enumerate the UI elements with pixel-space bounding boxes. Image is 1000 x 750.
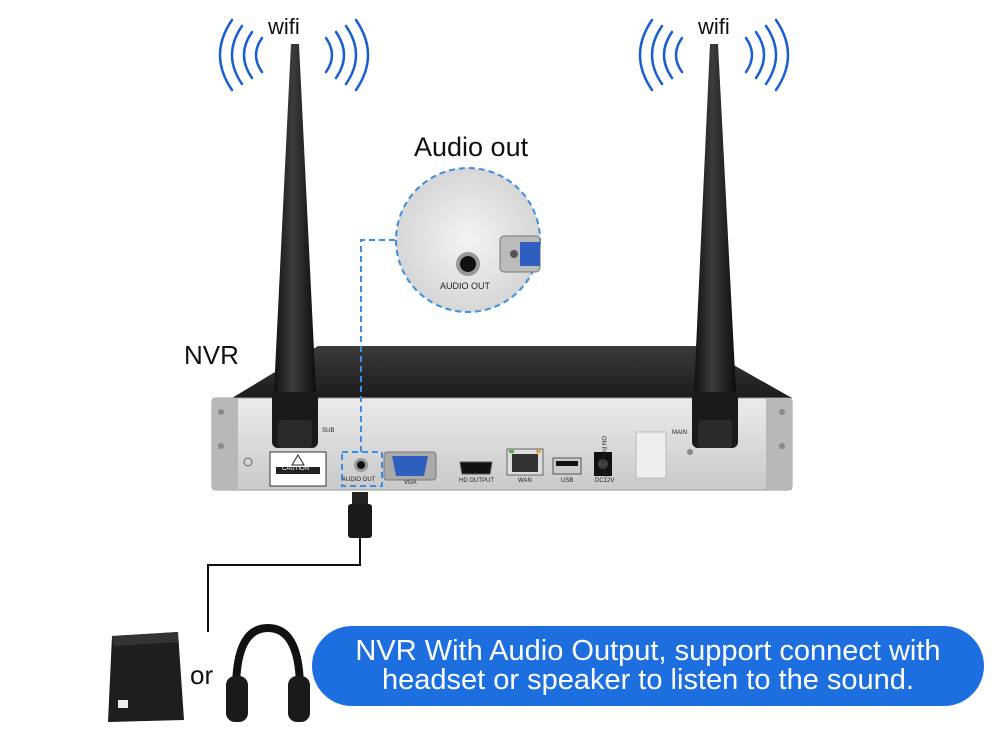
wifi-waves-left <box>218 18 370 92</box>
power-switch <box>635 431 667 479</box>
info-banner: NVR With Audio Output, support connect w… <box>312 626 984 706</box>
port-label-hd-output: HD OUTPUT <box>459 478 494 484</box>
zoom-connector <box>341 239 398 487</box>
caution-sticker <box>269 451 327 487</box>
banner-line-1: NVR With Audio Output, support connect w… <box>355 635 941 667</box>
wifi-waves-right <box>638 18 790 92</box>
caution-label: CAUTION <box>282 466 309 472</box>
audio-out-title: Audio out <box>414 132 529 162</box>
port-label-audio-out: AUDIO OUT <box>342 477 376 483</box>
power-switch-label: ON Power OFF <box>600 436 606 478</box>
antenna-label-main: MAIN <box>672 430 687 436</box>
antenna-left <box>272 44 318 448</box>
wifi-label-left: wifi <box>268 14 300 39</box>
hdmi-port <box>459 461 493 475</box>
usb-port <box>552 457 582 475</box>
port-label-vga: VGA <box>404 480 417 486</box>
zoom-port-label: AUDIO OUT <box>440 281 491 291</box>
port-label-usb: USB <box>561 478 574 484</box>
port-label-wan: WAN <box>518 478 532 484</box>
wifi-label-right: wifi <box>698 14 730 39</box>
banner-line-2: headset or speaker to listen to the soun… <box>381 664 914 696</box>
nvr-case-top <box>232 346 792 398</box>
vga-port <box>383 451 437 481</box>
or-label: or <box>190 660 214 690</box>
antenna-label-sub: SUB <box>322 428 335 434</box>
nvr-label: NVR <box>184 340 239 370</box>
antenna-right <box>692 44 738 448</box>
port-label-dc12v: DC12V <box>595 478 615 484</box>
dc-power-port <box>594 452 612 476</box>
audio-out-zoom <box>395 167 541 313</box>
speaker-device <box>108 632 184 722</box>
audio-cable <box>207 492 372 632</box>
headphones-device <box>226 623 310 722</box>
wan-port <box>506 448 544 476</box>
audio-jack <box>354 458 368 472</box>
